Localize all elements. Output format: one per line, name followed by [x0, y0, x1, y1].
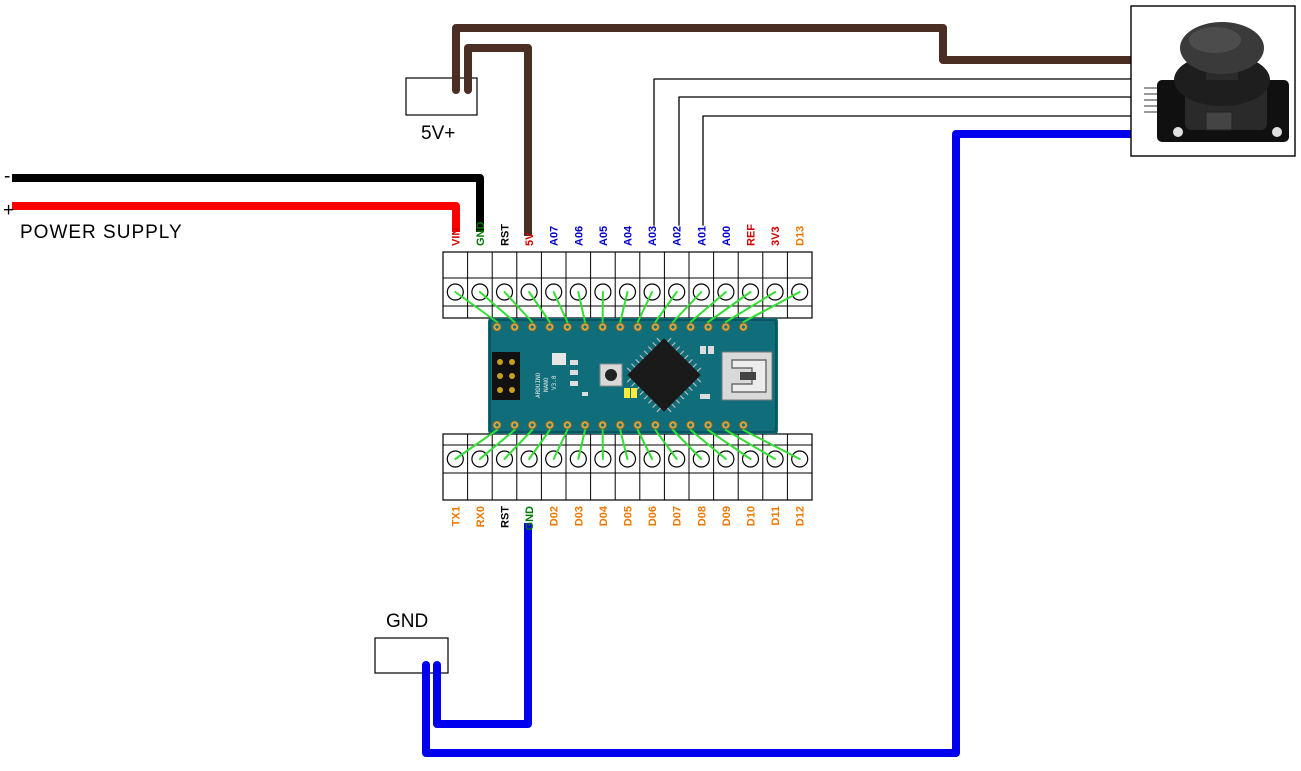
bottom-pin-label: D08	[696, 506, 708, 526]
top-pin-label: A00	[721, 226, 733, 246]
top-pin-label: RST	[500, 224, 512, 246]
top-pin-label: VIN	[450, 228, 462, 246]
top-pin-label: 5V	[524, 232, 536, 246]
bottom-pin-label: D04	[598, 505, 610, 526]
bottom-pin-label: D02	[549, 506, 561, 526]
five-v-joystick-wire	[456, 28, 1145, 86]
top-pin-label: GND	[475, 222, 487, 247]
joystick-module	[1131, 6, 1295, 156]
bottom-pin-label: D06	[647, 506, 659, 526]
bottom-pin-label: D09	[721, 506, 733, 526]
usb-connector	[722, 352, 772, 400]
gnd-label: GND	[386, 611, 428, 632]
bottom-pin-label: RX0	[475, 506, 487, 527]
power-supply-label: POWER SUPPLY	[20, 222, 183, 243]
minus-label: -	[4, 166, 10, 187]
bottom-pin-label: D03	[573, 506, 585, 526]
bottom-pin-label: TX1	[450, 506, 462, 526]
top-pin-label: A02	[672, 226, 684, 246]
top-pin-label: D13	[795, 226, 807, 246]
bottom-pin-label: D11	[770, 506, 782, 526]
plus-label: +	[3, 200, 14, 221]
top-pin-labels: VIN GND RST 5V A07 A06 A05 A04 A03 A02 A01 A00 REF 3V…	[450, 222, 806, 247]
top-pin-label: 3V3	[770, 226, 782, 246]
silkscreen-line-3: V3.0	[551, 375, 558, 390]
silkscreen-line-2: NANO	[543, 377, 550, 392]
bottom-pin-label: D10	[746, 506, 758, 526]
bottom-pin-labels: TX1 RX0 RST GND D02 D03 D04 D05 D06 D07 D08 D09 D10 D…	[450, 505, 806, 530]
bottom-pin-label: D12	[795, 506, 807, 526]
gnd-board-wire	[437, 527, 528, 724]
top-pin-label: A06	[573, 226, 585, 246]
top-pin-label: A01	[696, 226, 708, 246]
top-pin-label: REF	[746, 224, 758, 246]
top-pin-label: A03	[647, 226, 659, 246]
signal-wire-a03	[654, 79, 1145, 225]
silkscreen-line-1: ARDUINO	[535, 372, 542, 398]
arduino-nano-board: ARDUINO NANO V3.0	[488, 318, 778, 434]
icsp-header	[492, 352, 520, 400]
bottom-pin-label: D07	[672, 506, 684, 526]
labels: - + POWER SUPPLY 5V+ GND	[3, 123, 455, 632]
bottom-pin-label: RST	[500, 506, 512, 528]
top-pin-label: A04	[623, 225, 635, 246]
five-v-label: 5V+	[421, 123, 455, 144]
top-pin-label: A05	[598, 226, 610, 246]
top-pin-label: A07	[549, 226, 561, 246]
bottom-pin-label: D05	[623, 506, 635, 526]
bottom-pin-label: GND	[524, 506, 536, 531]
